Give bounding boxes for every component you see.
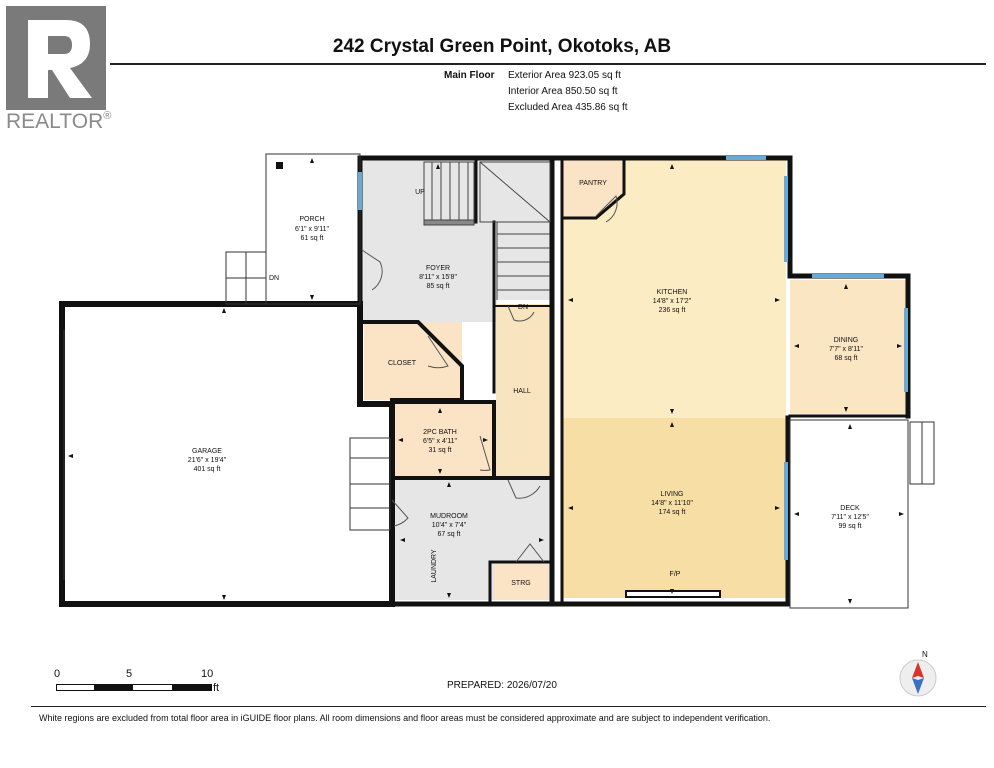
scale-zero: 0: [54, 668, 61, 680]
stairs: [423, 161, 551, 300]
scale-unit: ft: [213, 682, 220, 694]
deck-dims: 7'11" x 12'5": [831, 514, 869, 521]
bath-fill: [394, 404, 492, 478]
fp-label: F/P: [670, 571, 681, 578]
porch-area: 61 sq ft: [301, 235, 324, 242]
fireplace: [625, 590, 721, 598]
pantry-name: PANTRY: [579, 180, 607, 187]
kitchen-name: KITCHEN: [657, 289, 688, 296]
disclaimer: White regions are excluded from total fl…: [39, 713, 771, 723]
north-compass: N: [898, 650, 938, 700]
mudroom-area: 67 sq ft: [438, 531, 461, 538]
laundry-name: LAUNDRY: [431, 549, 438, 583]
foyer-lower-fill: [362, 300, 497, 322]
kitchen-area: 236 sq ft: [659, 307, 686, 314]
compass-north-label: N: [922, 650, 928, 659]
closet-name: CLOSET: [388, 360, 417, 367]
foyer-area: 85 sq ft: [427, 283, 450, 290]
dimension-arrows: [0, 0, 904, 604]
hall-fill: [496, 304, 550, 478]
excluded-area: Excluded Area 435.86 sq ft: [508, 102, 628, 113]
porch-outline: [265, 153, 361, 305]
page-title: 242 Crystal Green Point, Okotoks, AB: [332, 36, 672, 57]
mudroom-dims: 10'4" x 7'4": [432, 522, 467, 529]
mudroom-name: MUDROOM: [430, 513, 468, 520]
compass-icon: [899, 659, 937, 697]
door-swings: [361, 195, 618, 563]
hall-name: HALL: [513, 388, 531, 395]
foyer-fill: [362, 160, 552, 300]
scale-ten: 10: [201, 668, 214, 680]
porch-stairs-dn-label: DN: [269, 275, 279, 282]
scale-bar: 0 5 10 ft: [50, 668, 230, 698]
dining-dims: 7'7" x 8'11": [829, 346, 863, 353]
foyer-dims: 8'11" x 15'8": [419, 274, 457, 281]
realtor-r-icon: [28, 20, 92, 98]
living-name: LIVING: [661, 491, 684, 498]
scale-bar-graphic: [56, 684, 212, 691]
bath-dims: 6'5" x 4'11": [423, 438, 457, 445]
title-divider: [110, 63, 986, 65]
living-dims: 14'8" x 11'10": [651, 500, 693, 507]
dining-fill: [790, 280, 906, 414]
realtor-wordmark: REALTOR®: [6, 110, 112, 133]
living-area: 174 sq ft: [659, 509, 686, 516]
kitchen-fill: [562, 160, 786, 418]
kitchen-dims: 14'8" x 17'2": [653, 298, 692, 305]
strg-fill: [494, 564, 548, 600]
foyer-name: FOYER: [426, 265, 450, 272]
footer-divider: [31, 706, 986, 707]
porch-light: [276, 162, 283, 169]
interior-area: Interior Area 850.50 sq ft: [508, 86, 618, 97]
bath-name: 2PC BATH: [423, 429, 457, 436]
strg-name: STRG: [511, 580, 530, 587]
porch-dims: 6'1" x 9'11": [295, 226, 329, 233]
closet-fill: [364, 322, 462, 400]
stairs-up-label: UP: [415, 189, 425, 196]
deck-area: 99 sq ft: [839, 523, 862, 530]
bath-area: 31 sq ft: [429, 447, 452, 454]
scale-five: 5: [126, 668, 133, 680]
dining-name: DINING: [834, 337, 859, 344]
prepared-date: PREPARED: 2026/07/20: [447, 680, 557, 691]
realtor-logo: [6, 6, 106, 110]
deck-outline: [789, 419, 909, 609]
porch-name: PORCH: [299, 216, 324, 223]
windows: [358, 156, 908, 560]
dining-area: 68 sq ft: [835, 355, 858, 362]
floor-label: Main Floor: [444, 70, 495, 81]
deck-name: DECK: [840, 505, 860, 512]
exterior-area: Exterior Area 923.05 sq ft: [508, 70, 621, 81]
living-fill: [562, 418, 786, 598]
garage-dims: 21'6" x 19'4": [188, 457, 227, 464]
garage-name: GARAGE: [192, 448, 222, 455]
hall-stairs-dn-label: DN: [518, 304, 528, 311]
garage-area: 401 sq ft: [194, 466, 221, 473]
